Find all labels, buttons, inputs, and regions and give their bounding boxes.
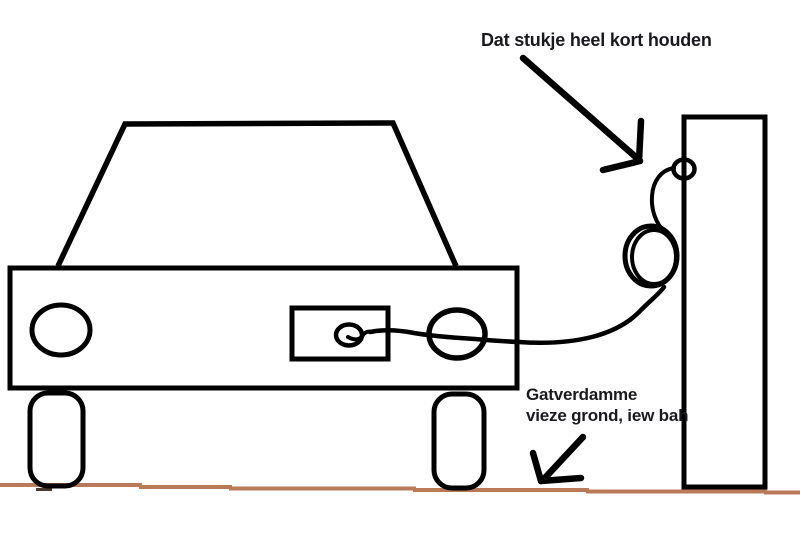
ground-smudge [36, 488, 52, 491]
charging-cable [367, 166, 676, 346]
cable-short-loop [649, 166, 676, 230]
annotation-arrows [519, 54, 645, 485]
cable-holster-inner [630, 228, 678, 286]
cable-note-arrow-shaft [519, 54, 642, 163]
charging-port-panel [289, 305, 391, 362]
ground-note-arrow-shaft [539, 433, 587, 484]
cable-note-label: Dat stukje heel kort houden [481, 30, 712, 50]
car [7, 120, 520, 491]
ground-line [0, 483, 800, 495]
charging-station [622, 114, 768, 490]
cable-note-arrow-barb [599, 157, 644, 174]
ground-note-arrow-barb [537, 474, 585, 485]
car-wheel-left [27, 390, 86, 489]
car-wheel-right [431, 391, 487, 491]
ground-note-line1: Gatverdamme [526, 385, 638, 404]
ground-note-arrow-barb [529, 449, 545, 485]
car-headlight [29, 302, 93, 358]
ground-note-line2: vieze grond, iew bah [526, 405, 689, 425]
car-body [7, 265, 520, 391]
charging-port-socket [333, 322, 365, 348]
car-roof [55, 120, 459, 268]
cable-note-arrow-barb [635, 117, 645, 165]
ground-note-label: Gatverdamme vieze grond, iew bah [526, 385, 688, 426]
cable-main-run [367, 284, 667, 346]
charging-station-pole [681, 114, 768, 490]
